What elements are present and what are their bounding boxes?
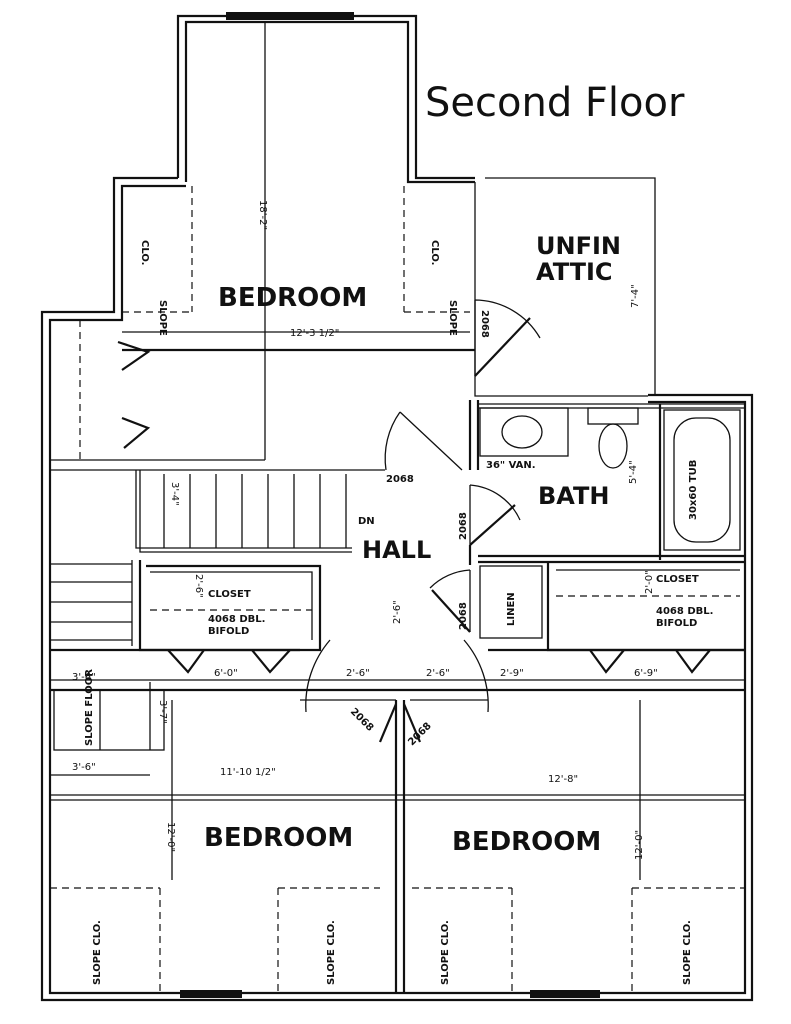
room-label-hall: HALL	[362, 536, 431, 564]
exterior-walls	[40, 12, 754, 1002]
vanity	[479, 407, 569, 457]
door-swings	[117, 299, 711, 743]
dim-top-bedroom-width: 12'-3 1/2"	[290, 328, 339, 339]
linen-label: LINEN	[506, 592, 517, 626]
slope-clo-label-3: SLOPE CLO.	[440, 920, 451, 985]
slope-clo-label-1: SLOPE CLO.	[92, 920, 103, 985]
slope-floor-box	[53, 689, 165, 751]
slope-label-right: SLOPE	[447, 300, 458, 336]
vanity-label: 36" VAN.	[486, 460, 536, 471]
dim-seg-5: 6'-9"	[634, 668, 658, 679]
dim-slope-floor-bottom: 3'-6"	[72, 762, 96, 773]
linen-closet	[479, 565, 543, 639]
dim-bath-height: 5'-4"	[628, 460, 639, 484]
room-label-top-bedroom: BEDROOM	[218, 283, 367, 313]
clo-label-right: CLO.	[429, 240, 440, 265]
dim-left-bedroom-width: 11'-10 1/2"	[220, 767, 276, 778]
dim-top-bedroom-height: 18'-2"	[257, 200, 268, 230]
tub	[663, 409, 741, 551]
dim-right-closet-depth: 2'-0"	[644, 570, 655, 594]
sink-icon	[501, 415, 543, 449]
window-top	[226, 12, 354, 20]
stair-down-label: DN	[358, 516, 375, 527]
closet-label-right: CLOSET	[656, 574, 699, 585]
dim-seg-2: 2'-6"	[346, 668, 370, 679]
dim-seg-4: 2'-9"	[500, 668, 524, 679]
dim-attic-height: 7'-4"	[630, 284, 641, 308]
room-label-attic-line2: ATTIC	[536, 258, 613, 286]
closet-door-right-line1: 4068 DBL.	[656, 606, 713, 617]
door-label-bottom-right: 2068	[406, 721, 433, 748]
door-label-linen: 2068	[458, 602, 469, 630]
dim-right-bedroom-height: 12'-0"	[634, 830, 645, 860]
dim-left-bedroom-height: 12'-0"	[165, 822, 176, 852]
dim-stair-width: 3'-4"	[169, 482, 180, 506]
room-label-attic-line1: UNFIN	[536, 232, 621, 260]
interior-walls	[50, 22, 745, 993]
slope-floor-label: SLOPE FLOOR	[84, 669, 95, 746]
dimension-lines	[50, 331, 745, 880]
room-label-bath: BATH	[538, 482, 609, 510]
slope-clo-label-2: SLOPE CLO.	[326, 920, 337, 985]
page-title: Second Floor	[425, 80, 685, 126]
room-label-bottom-left-bedroom: BEDROOM	[204, 823, 353, 853]
closet-door-left-line2: BIFOLD	[208, 626, 249, 637]
toilet-icon	[598, 423, 628, 469]
dim-slope-floor-top: 3'-6"	[72, 672, 96, 683]
door-label-hall-top: 2068	[386, 474, 414, 485]
dim-right-bedroom-width: 12'-8"	[548, 774, 578, 785]
dim-hall-vertical: 2'-6"	[392, 600, 403, 624]
staircase	[50, 470, 352, 646]
slope-lines	[50, 186, 745, 993]
door-label-attic: 2068	[479, 310, 490, 338]
closet-door-right-line2: BIFOLD	[656, 618, 697, 629]
dim-seg-3: 2'-6"	[426, 668, 450, 679]
window-bottom-right	[530, 990, 600, 998]
slope-clo-label-4: SLOPE CLO.	[682, 920, 693, 985]
dim-seg-1: 6'-0"	[214, 668, 238, 679]
door-label-bottom-left: 2068	[348, 706, 375, 733]
window-bottom-left	[180, 990, 242, 998]
dim-hall-closet-depth: 2'-6"	[193, 574, 204, 598]
tub-basin-icon	[673, 417, 731, 543]
clo-label-left: CLO.	[139, 240, 150, 265]
door-label-hall-mid: 2068	[458, 512, 469, 540]
tub-label: 30x60 TUB	[688, 460, 699, 520]
dim-slope-floor-vertical: 3'-7"	[157, 700, 168, 724]
closet-label-left: CLOSET	[208, 589, 251, 600]
room-label-bottom-right-bedroom: BEDROOM	[452, 827, 601, 857]
closet-door-left-line1: 4068 DBL.	[208, 614, 265, 625]
slope-label-left: SLOPE	[157, 300, 168, 336]
toilet-tank	[587, 407, 639, 425]
